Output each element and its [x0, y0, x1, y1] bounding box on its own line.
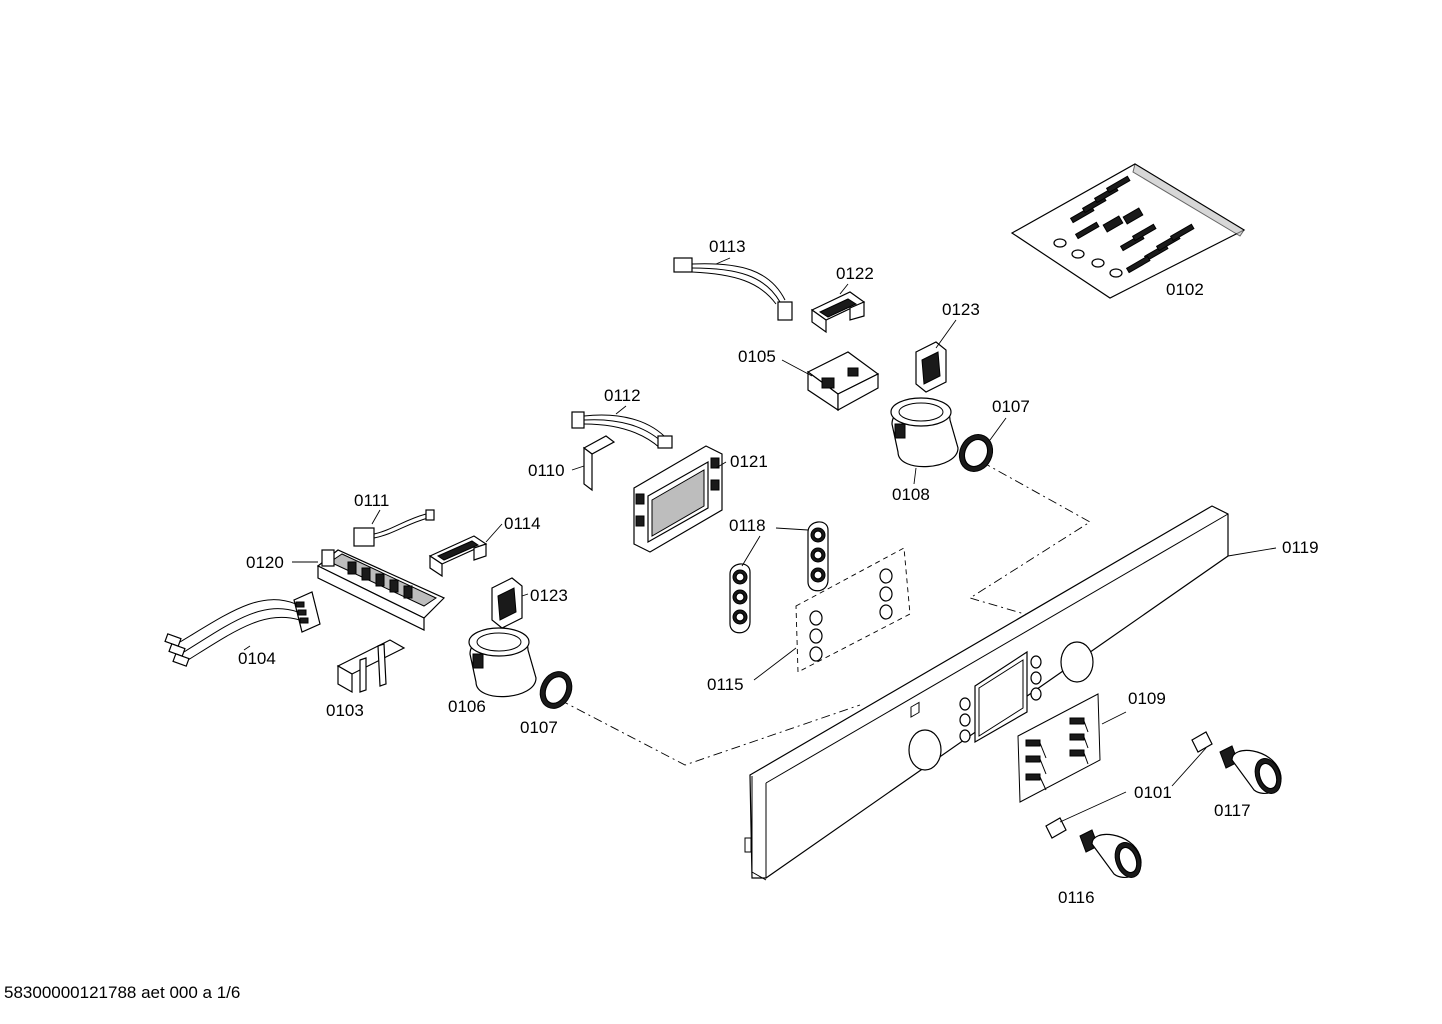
clip-0110: [582, 435, 616, 492]
electronics-module-0121: [633, 445, 723, 553]
label-0102: 0102: [1166, 280, 1204, 299]
knob-0116: [1079, 829, 1142, 878]
label-0111: 0111: [354, 491, 389, 510]
assembly-line-0107-left: [559, 699, 861, 766]
housing-0108: [890, 397, 959, 468]
label-0123-lower: 0123: [530, 586, 568, 605]
label-0109: 0109: [1128, 689, 1166, 708]
cable-0112: [571, 411, 673, 449]
wire-set-0104: [164, 591, 321, 667]
label-0118: 0118: [729, 516, 766, 535]
label-0120: 0120: [246, 553, 284, 572]
label-0119: 0119: [1282, 538, 1319, 557]
screw-bag-0102: [1010, 163, 1246, 299]
label-0115: 0115: [707, 675, 744, 694]
label-0104: 0104: [238, 649, 276, 668]
screw-group-0109: [1017, 693, 1101, 803]
label-0114: 0114: [504, 514, 541, 533]
footer-document-id: 58300000121788 aet 000 a 1/6: [4, 983, 240, 1002]
label-0116: 0116: [1058, 888, 1095, 907]
label-0113: 0113: [709, 237, 746, 256]
switch-module-0105: [806, 351, 880, 412]
label-0106: 0106: [448, 697, 486, 716]
label-0117: 0117: [1214, 801, 1251, 820]
cable-harness-0113: [673, 257, 793, 321]
bracket-0123-lower: [491, 577, 523, 629]
label-0112: 0112: [604, 386, 641, 405]
label-0108: 0108: [892, 485, 930, 504]
label-0103: 0103: [326, 701, 364, 720]
button-group-0115: [795, 547, 911, 673]
label-0110: 0110: [528, 461, 565, 480]
bracket-0122: [810, 291, 866, 334]
label-0122: 0122: [836, 264, 874, 283]
housing-0106: [468, 627, 537, 698]
button-strip-0118-left: [729, 563, 751, 634]
bracket-0103: [336, 639, 406, 694]
label-0123-upper: 0123: [942, 300, 980, 319]
label-0105: 0105: [738, 347, 776, 366]
label-0121: 0121: [730, 452, 768, 471]
assembly-line-0107-right: [968, 461, 1091, 616]
wire-0111: [353, 509, 435, 547]
bracket-0114: [428, 535, 488, 578]
knob-0117: [1219, 745, 1282, 794]
terminal-board-0120: [316, 549, 446, 631]
label-0101: 0101: [1134, 783, 1172, 802]
ring-0107-lower: [539, 671, 573, 709]
ring-0107-upper: [958, 434, 994, 472]
label-0107-upper: 0107: [992, 397, 1030, 416]
bracket-0123-upper: [915, 341, 947, 393]
button-strip-0118-right: [807, 521, 829, 592]
label-0107-lower: 0107: [520, 718, 558, 737]
control-panel-0119: [744, 505, 1229, 881]
insert-0101: [1045, 731, 1213, 839]
